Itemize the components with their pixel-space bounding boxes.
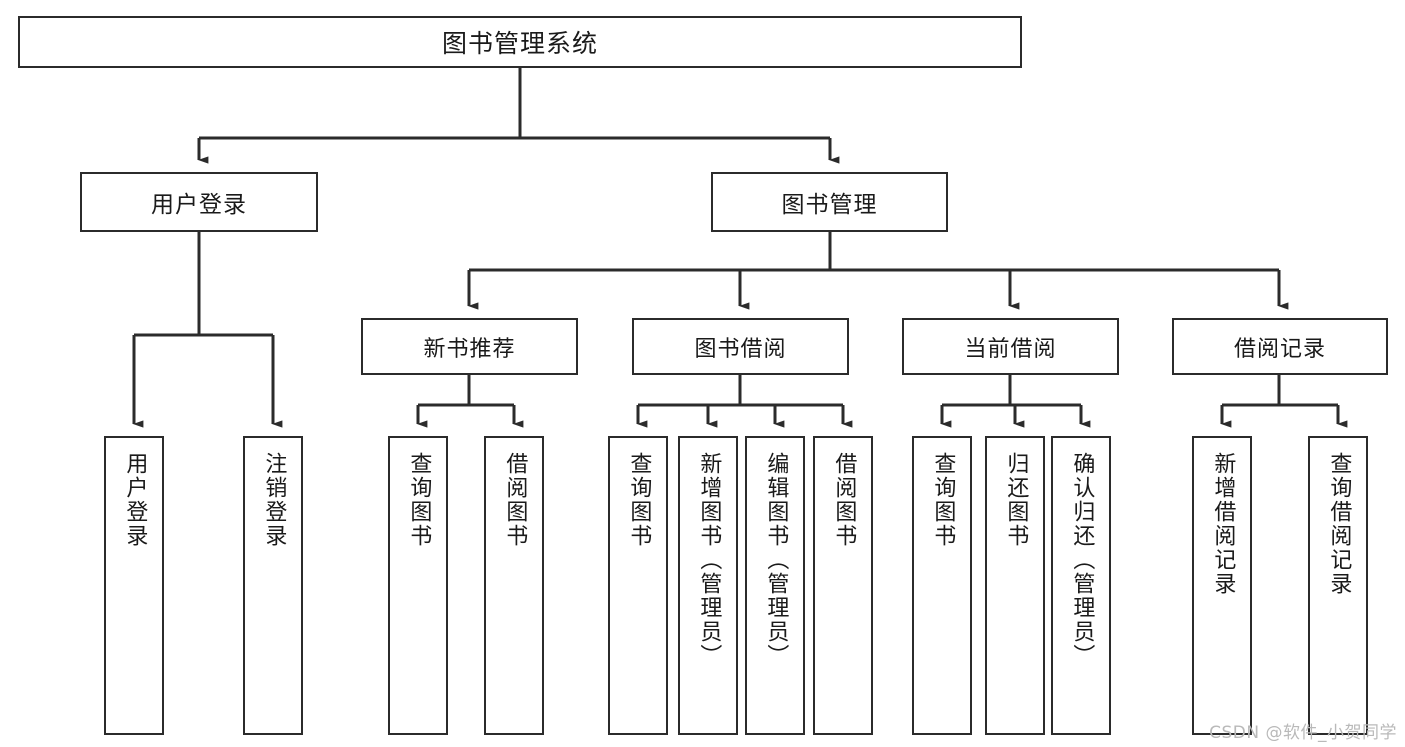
leaf-user-login-label: 用户登录 <box>122 452 148 548</box>
leaf-query-book-3-label: 查询图书 <box>930 452 956 548</box>
leaf-add-book-label: 新增图书（管理员） <box>696 452 722 668</box>
leaf-query-book-3[interactable]: 查询图书 <box>912 436 972 735</box>
leaf-query-book-1[interactable]: 查询图书 <box>388 436 448 735</box>
leaf-add-record[interactable]: 新增借阅记录 <box>1192 436 1252 735</box>
node-book-borrow-label: 图书借阅 <box>694 336 787 362</box>
node-new-book-recommend[interactable]: 新书推荐 <box>361 318 578 375</box>
node-book-manage[interactable]: 图书管理 <box>711 172 948 232</box>
leaf-borrow-book-2-label: 借阅图书 <box>831 452 857 548</box>
leaf-return-book[interactable]: 归还图书 <box>985 436 1045 735</box>
node-user-login-label: 用户登录 <box>151 192 247 218</box>
node-book-borrow[interactable]: 图书借阅 <box>632 318 849 375</box>
node-borrow-record[interactable]: 借阅记录 <box>1172 318 1388 375</box>
leaf-add-record-label: 新增借阅记录 <box>1210 452 1236 596</box>
leaf-borrow-book-1-label: 借阅图书 <box>502 452 528 548</box>
leaf-borrow-book-1[interactable]: 借阅图书 <box>484 436 544 735</box>
leaf-return-book-label: 归还图书 <box>1003 452 1029 548</box>
node-borrow-record-label: 借阅记录 <box>1233 336 1326 362</box>
watermark: CSDN @软件_小贺同学 <box>1209 723 1397 743</box>
leaf-query-record-label: 查询借阅记录 <box>1326 452 1352 596</box>
node-new-book-recommend-label: 新书推荐 <box>423 336 516 362</box>
node-book-manage-label: 图书管理 <box>781 192 878 218</box>
leaf-borrow-book-2[interactable]: 借阅图书 <box>813 436 873 735</box>
node-root-label: 图书管理系统 <box>441 29 598 58</box>
leaf-query-book-2[interactable]: 查询图书 <box>608 436 668 735</box>
node-current-borrow[interactable]: 当前借阅 <box>902 318 1119 375</box>
leaf-edit-book[interactable]: 编辑图书（管理员） <box>745 436 805 735</box>
leaf-edit-book-label: 编辑图书（管理员） <box>763 452 789 668</box>
leaf-add-book[interactable]: 新增图书（管理员） <box>678 436 738 735</box>
node-current-borrow-label: 当前借阅 <box>964 336 1057 362</box>
leaf-query-book-1-label: 查询图书 <box>406 452 432 548</box>
leaf-confirm-return[interactable]: 确认归还（管理员） <box>1051 436 1111 735</box>
leaf-query-book-2-label: 查询图书 <box>626 452 652 548</box>
leaf-logout-label: 注销登录 <box>261 452 287 548</box>
leaf-confirm-return-label: 确认归还（管理员） <box>1069 452 1095 668</box>
leaf-query-record[interactable]: 查询借阅记录 <box>1308 436 1368 735</box>
leaf-logout[interactable]: 注销登录 <box>243 436 303 735</box>
leaf-user-login[interactable]: 用户登录 <box>104 436 164 735</box>
node-user-login[interactable]: 用户登录 <box>80 172 318 232</box>
node-root[interactable]: 图书管理系统 <box>18 16 1022 68</box>
